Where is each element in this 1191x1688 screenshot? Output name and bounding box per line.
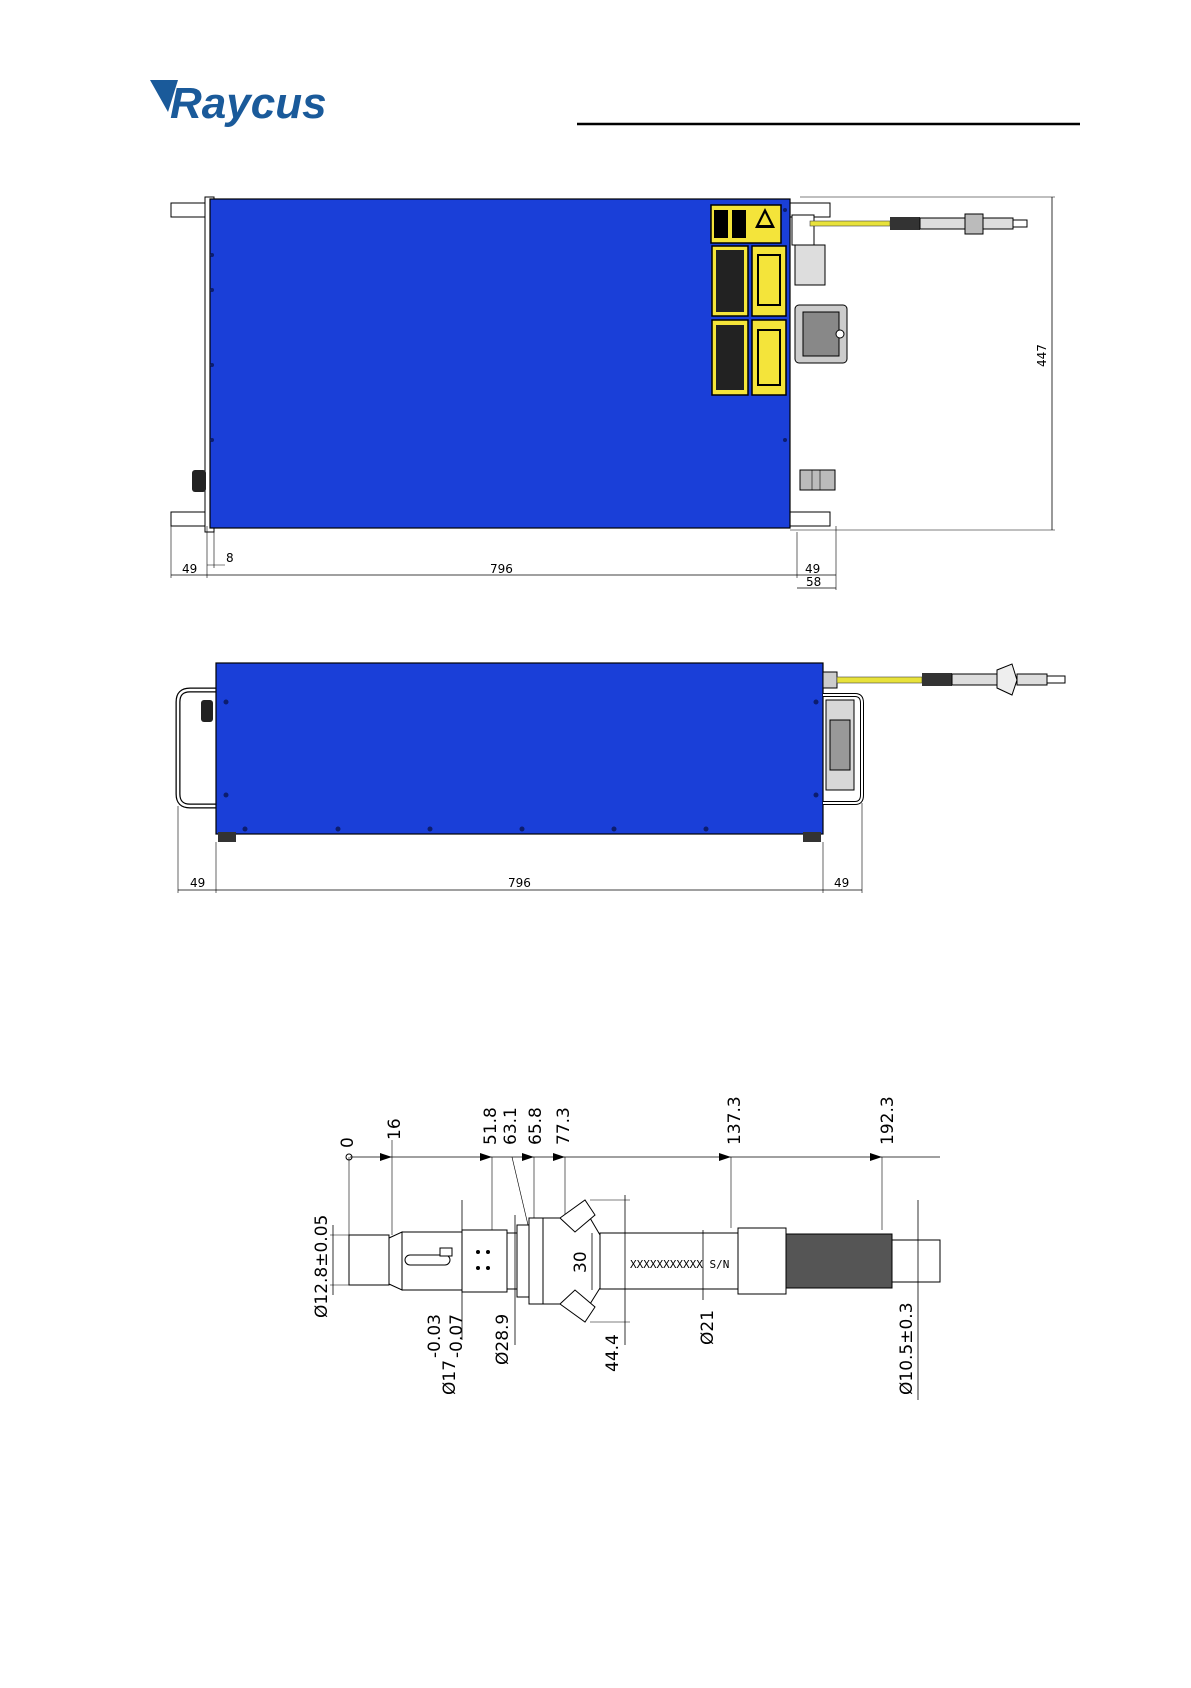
dim-d21: Ø21	[698, 1310, 718, 1345]
dim-d17: Ø17	[440, 1360, 460, 1395]
dim-8: 8	[226, 551, 234, 565]
brand-name: Raycus	[170, 79, 327, 128]
flange-bottom-right	[790, 512, 830, 526]
fiber-cable-side	[823, 664, 1065, 695]
flange-bottom-left	[171, 512, 209, 526]
dim-49-left-side: 49	[190, 876, 205, 890]
pos-0: 0	[338, 1137, 358, 1148]
dim-d10-5: Ø10.5±0.3	[897, 1302, 917, 1395]
dim-30: 30	[571, 1251, 591, 1273]
serial-marking: XXXXXXXXXXX S/N	[630, 1258, 729, 1271]
emergency-knob-icon	[192, 470, 206, 492]
dim-44-4: 44.4	[603, 1334, 623, 1372]
laser-body-side	[216, 663, 823, 834]
connector-spring	[786, 1234, 892, 1288]
rear-connectors-top	[792, 215, 847, 490]
raycus-logo: Raycus	[150, 79, 327, 128]
pos-77-3: 77.3	[554, 1107, 574, 1145]
header: Raycus	[150, 79, 1080, 128]
pos-16: 16	[385, 1118, 405, 1140]
top-view: 447 49 8 796 49 58	[171, 197, 1055, 590]
dim-d17-lower: -0.07	[447, 1314, 467, 1358]
dim-58: 58	[806, 575, 821, 589]
connector-body: XXXXXXXXXXX S/N	[349, 1200, 940, 1322]
foot-right	[803, 832, 821, 842]
fiber-cable-top	[810, 214, 1027, 234]
pos-63-1: 63.1	[501, 1107, 521, 1145]
pos-65-8: 65.8	[526, 1107, 546, 1145]
connector-view: 0 16 51.8 63.1 65.8 77.3 137.3 192.3	[312, 1096, 940, 1400]
dim-796-side: 796	[508, 876, 531, 890]
dim-49-right-top: 49	[805, 562, 820, 576]
warning-labels	[711, 205, 786, 395]
dim-49-left-top: 49	[182, 562, 197, 576]
water-inlet	[800, 470, 835, 490]
pos-137-3: 137.3	[725, 1096, 745, 1145]
connector-diameter-dims: Ø12.8±0.05 Ø17 -0.03 -0.07 Ø28.9 30 44.4…	[312, 1195, 940, 1400]
dim-447: 447	[1035, 344, 1049, 367]
pos-192-3: 192.3	[878, 1096, 898, 1145]
dim-796-top: 796	[490, 562, 513, 576]
dim-d17-upper: -0.03	[425, 1314, 445, 1358]
flange-top-left	[171, 203, 209, 217]
knob-side-icon	[201, 700, 213, 722]
side-view: 49 796 49	[178, 663, 1065, 893]
dim-d28-9: Ø28.9	[493, 1314, 513, 1365]
pos-51-8: 51.8	[481, 1107, 501, 1145]
laser-body-top	[210, 199, 790, 528]
position-extension-lines	[349, 1140, 882, 1235]
dim-49-right-side: 49	[834, 876, 849, 890]
dim-d12-8: Ø12.8±0.05	[312, 1215, 332, 1318]
foot-left	[218, 832, 236, 842]
